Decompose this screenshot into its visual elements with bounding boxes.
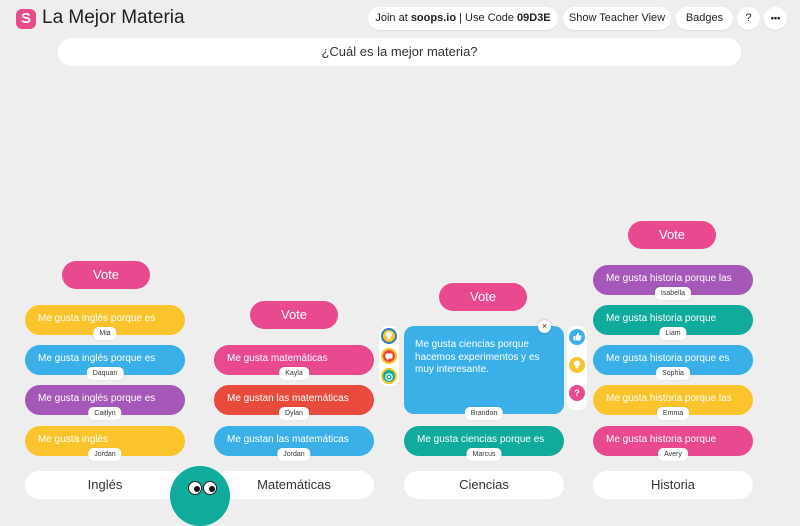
- more-menu-button[interactable]: •••: [764, 7, 787, 30]
- author-tag: Mia: [93, 327, 117, 340]
- badges-button[interactable]: Badges: [676, 7, 733, 30]
- answer-card-expanded[interactable]: Me gusta ciencias porque hacemos experim…: [404, 326, 564, 420]
- join-site: soops.io: [410, 12, 457, 24]
- answer-text: Me gustan las matemáticas: [227, 434, 349, 445]
- lightbulb-icon[interactable]: [381, 328, 397, 344]
- thumbs-up-icon[interactable]: [569, 329, 585, 345]
- answer-card[interactable]: Me gusta inglés Jordan: [25, 426, 185, 461]
- close-icon[interactable]: ×: [538, 320, 551, 333]
- answer-text: Me gusta inglés porque es: [38, 393, 156, 404]
- answer-text: Me gusta historia porque: [606, 434, 717, 445]
- lightbulb-icon[interactable]: [569, 357, 585, 373]
- answer-card[interactable]: Me gusta historia porque las Isabella: [593, 265, 753, 300]
- join-code-button[interactable]: Join at soops.io | Use Code 09D3E: [368, 7, 558, 30]
- vote-button-historia[interactable]: Vote: [628, 221, 716, 249]
- answer-text: Me gusta ciencias porque es: [417, 434, 545, 445]
- page-title: La Mejor Materia: [42, 7, 185, 28]
- author-tag: Brandon: [464, 407, 504, 420]
- answer-text: Me gusta matemáticas: [227, 353, 328, 364]
- join-mid: | Use Code: [456, 12, 517, 24]
- answer-card[interactable]: Me gusta inglés porque es Daquan: [25, 345, 185, 380]
- answer-card[interactable]: Me gusta inglés porque es Mia: [25, 305, 185, 340]
- vote-button-ciencias[interactable]: Vote: [439, 283, 527, 311]
- answer-text: Me gusta historia porque es: [606, 353, 730, 364]
- question-icon[interactable]: ?: [569, 385, 585, 401]
- mascot-eye: [188, 481, 202, 495]
- answer-card[interactable]: Me gustan las matemáticas Dylan: [214, 385, 374, 420]
- vote-button-ingles[interactable]: Vote: [62, 261, 150, 289]
- author-tag: Emma: [656, 407, 690, 420]
- author-tag: Kayla: [279, 367, 309, 380]
- author-tag: Daquan: [86, 367, 124, 380]
- answer-card[interactable]: Me gustan las matemáticas Jordan: [214, 426, 374, 461]
- vote-button-matematicas[interactable]: Vote: [250, 301, 338, 329]
- join-code: 09D3E: [517, 12, 551, 24]
- author-tag: Dylan: [279, 407, 309, 420]
- target-icon[interactable]: [381, 368, 397, 384]
- author-tag: Jordan: [277, 448, 311, 461]
- app-logo: S: [16, 9, 36, 29]
- author-tag: Liam: [659, 327, 687, 340]
- author-tag: Avery: [658, 448, 688, 461]
- answer-card[interactable]: Me gusta ciencias porque es Marcus: [404, 426, 564, 461]
- column-label-ingles: Inglés: [25, 471, 185, 499]
- column-label-matematicas: Matemáticas: [214, 471, 374, 499]
- answer-text: Me gusta historia porque: [606, 313, 717, 324]
- answer-card[interactable]: Me gusta historia porque Avery: [593, 426, 753, 461]
- show-teacher-view-button[interactable]: Show Teacher View: [563, 7, 671, 30]
- author-tag: Isabella: [654, 287, 692, 300]
- answer-card[interactable]: Me gusta inglés porque es Caitlyn: [25, 385, 185, 420]
- join-prefix: Join at: [375, 12, 411, 24]
- answer-card[interactable]: Me gusta matemáticas Kayla: [214, 345, 374, 380]
- help-button[interactable]: ?: [737, 7, 760, 30]
- answer-text: Me gusta inglés: [38, 434, 109, 445]
- answer-text: Me gustan las matemáticas: [227, 393, 349, 404]
- author-tag: Marcus: [466, 448, 502, 461]
- column-label-historia: Historia: [593, 471, 753, 499]
- column-label-ciencias: Ciencias: [404, 471, 564, 499]
- question-prompt: ¿Cuál es la mejor materia?: [58, 38, 741, 66]
- answer-text: Me gusta inglés porque es: [38, 313, 156, 324]
- author-tag: Jordan: [88, 448, 122, 461]
- answer-card[interactable]: Me gusta historia porque es Sophia: [593, 345, 753, 380]
- mascot-eye: [203, 481, 217, 495]
- answer-text: Me gusta inglés porque es: [38, 353, 156, 364]
- answer-text: Me gusta historia porque las: [606, 393, 732, 404]
- chat-icon[interactable]: [381, 348, 397, 364]
- answer-text: Me gusta ciencias porque hacemos experim…: [415, 339, 540, 375]
- mascot-character: [170, 466, 230, 526]
- answer-card[interactable]: Me gusta historia porque las Emma: [593, 385, 753, 420]
- author-tag: Sophia: [656, 367, 690, 380]
- author-tag: Caitlyn: [88, 407, 122, 420]
- answer-text: Me gusta historia porque las: [606, 273, 732, 284]
- answer-card[interactable]: Me gusta historia porque Liam: [593, 305, 753, 340]
